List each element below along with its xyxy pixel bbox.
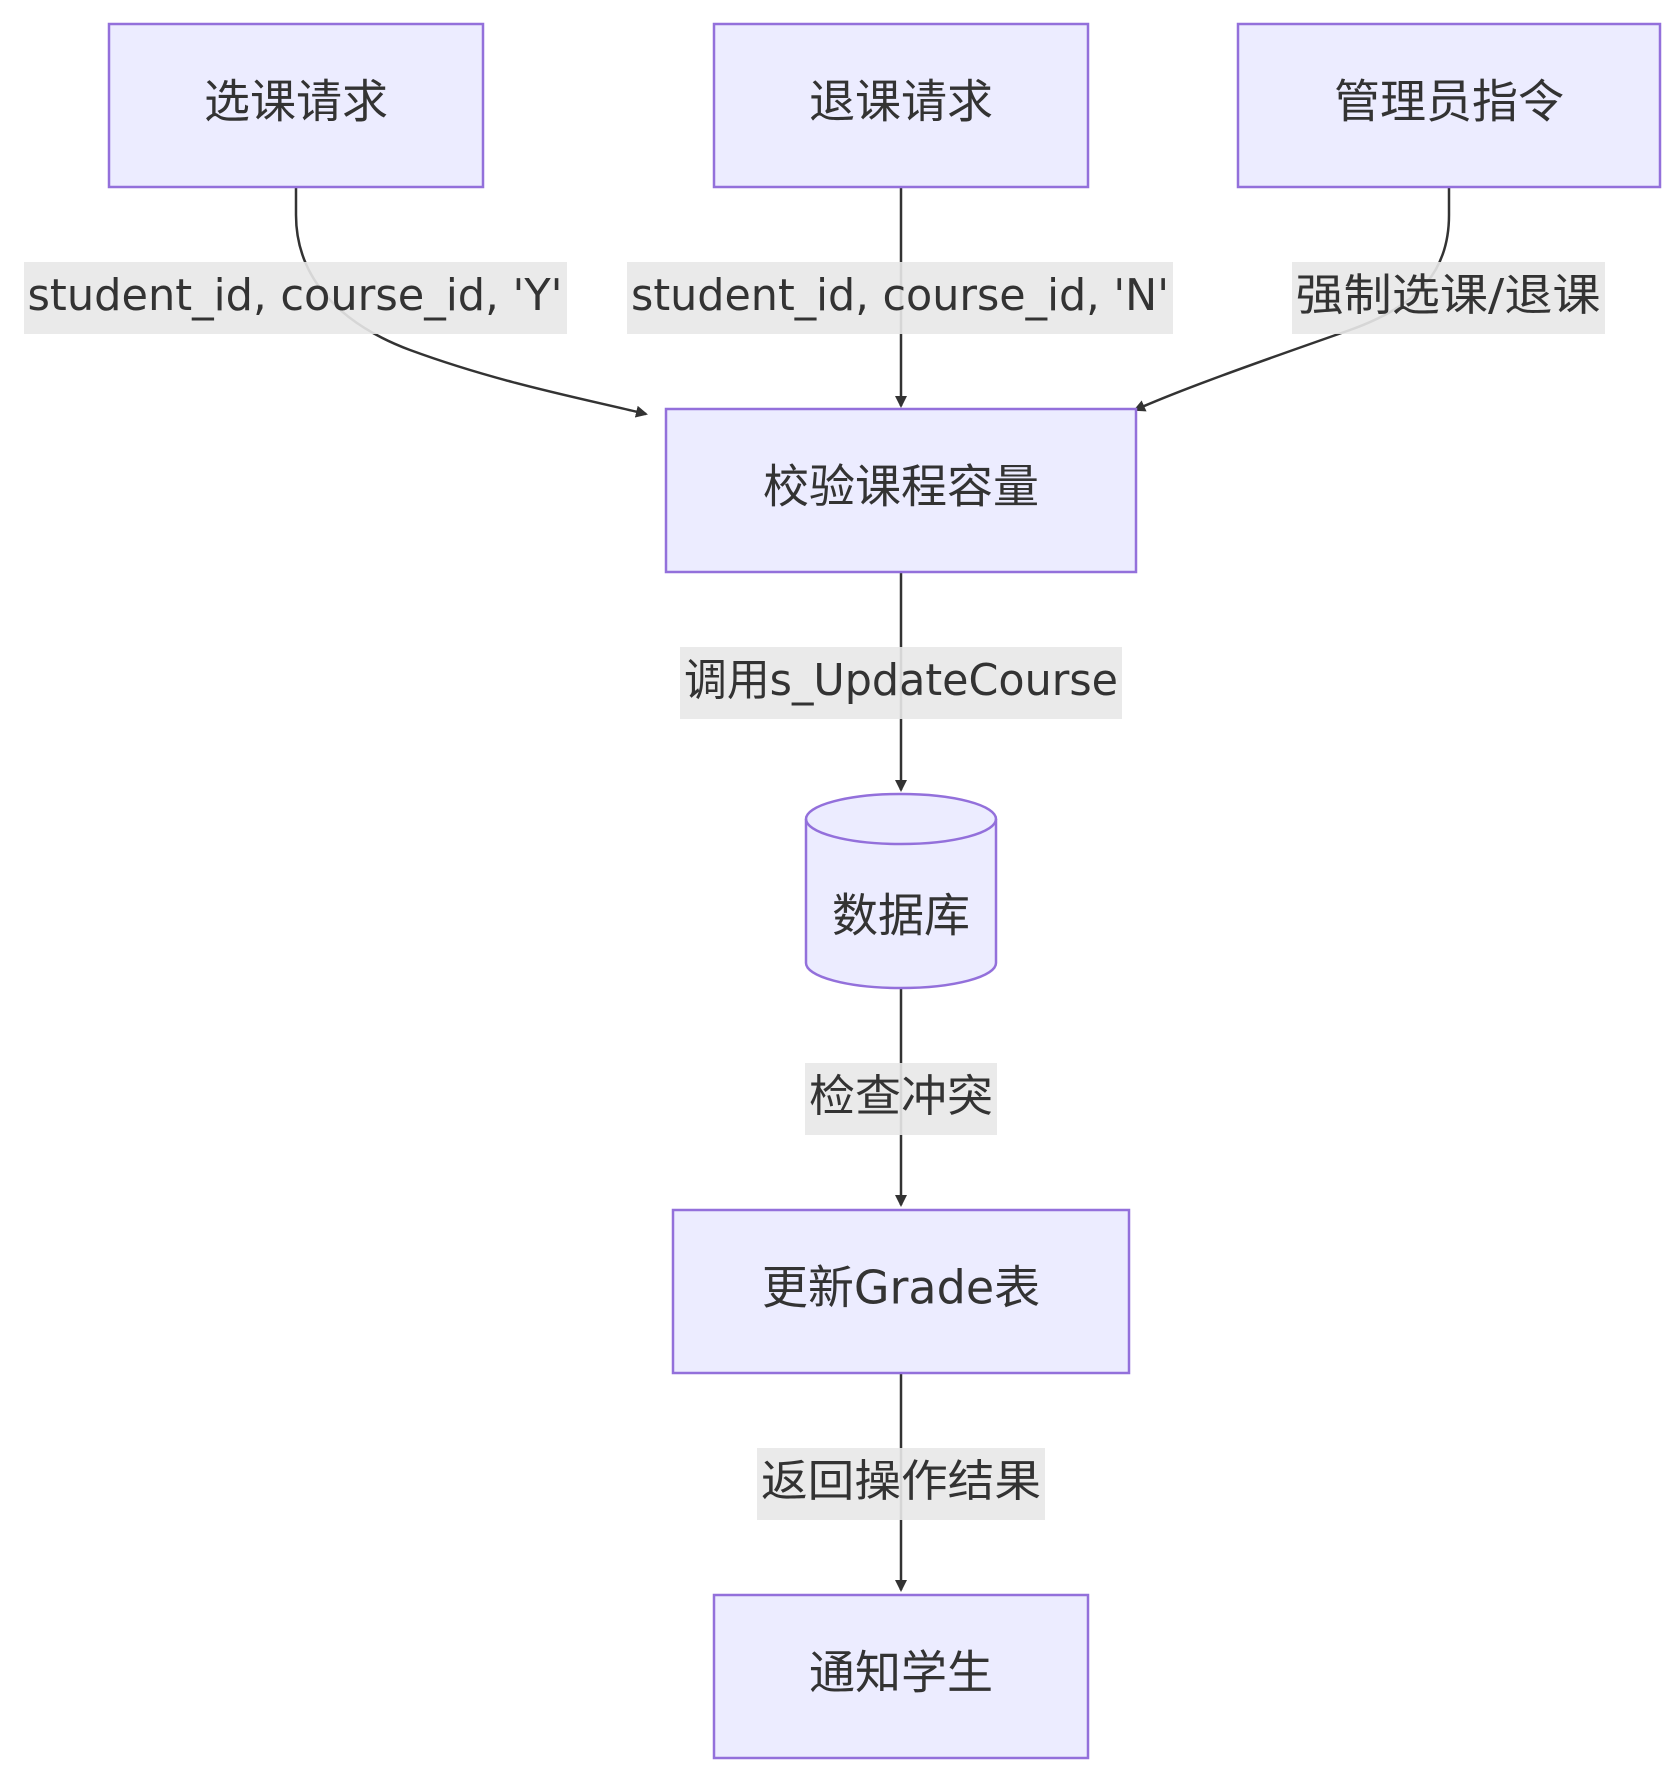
edge-label-admin-text: 强制选课/退课 [1296, 270, 1601, 321]
edge-label-update-notify-text: 返回操作结果 [761, 1456, 1041, 1507]
edge-label-drop: student_id, course_id, 'N' [627, 262, 1173, 334]
node-notify-student-label: 通知学生 [809, 1646, 993, 1700]
edge-label-drop-text: student_id, course_id, 'N' [631, 270, 1169, 321]
edge-label-admin: 强制选课/退课 [1292, 262, 1605, 334]
edge-label-enroll-text: student_id, course_id, 'Y' [28, 270, 563, 321]
node-update-grade: 更新Grade表 [671, 1208, 1131, 1375]
node-drop-request-label: 退课请求 [809, 75, 993, 129]
edge-label-check-db-text: 调用s_UpdateCourse [684, 655, 1118, 706]
edge-label-check-db: 调用s_UpdateCourse [680, 647, 1122, 719]
node-database-label: 数据库 [832, 889, 970, 943]
node-update-grade-label: 更新Grade表 [762, 1261, 1040, 1315]
node-drop-request: 退课请求 [712, 22, 1090, 189]
nodes: 选课请求 退课请求 管理员指令 校验课程容量 数据库 更新Grade表 通知学生 [107, 22, 1662, 1760]
node-enroll-request-label: 选课请求 [204, 75, 388, 129]
node-notify-student: 通知学生 [712, 1593, 1090, 1760]
node-admin-command-label: 管理员指令 [1334, 75, 1564, 129]
node-admin-command: 管理员指令 [1236, 22, 1662, 189]
edge-label-db-update: 检查冲突 [805, 1063, 997, 1135]
node-enroll-request: 选课请求 [107, 22, 485, 189]
edge-enroll-to-check [294, 187, 648, 418]
edge-label-db-update-text: 检查冲突 [809, 1071, 993, 1122]
node-check-capacity: 校验课程容量 [664, 407, 1138, 574]
edge-label-update-notify: 返回操作结果 [757, 1448, 1045, 1520]
node-check-capacity-label: 校验课程容量 [763, 460, 1039, 514]
node-database-cylinder: 数据库 [804, 792, 998, 990]
edge-label-enroll: student_id, course_id, 'Y' [24, 262, 567, 334]
edge-labels: student_id, course_id, 'Y' student_id, c… [24, 262, 1605, 1520]
